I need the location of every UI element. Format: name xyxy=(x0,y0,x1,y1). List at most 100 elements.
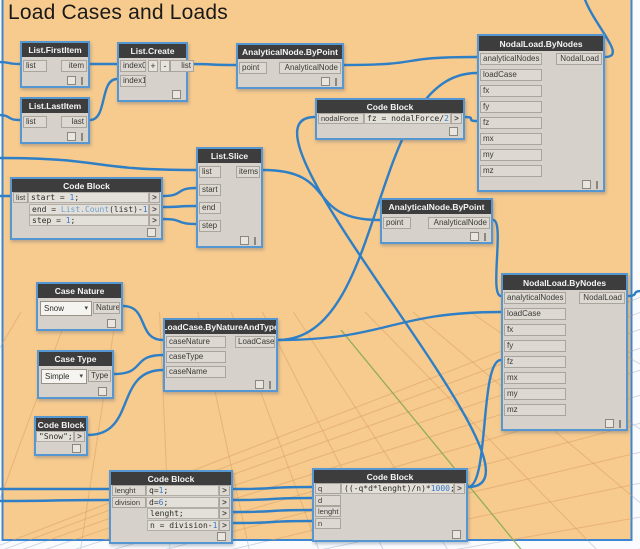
port-output-0[interactable]: > xyxy=(219,485,230,497)
port-output-0[interactable]: > xyxy=(454,483,465,495)
node-codeblock-snow[interactable]: Code Block"Snow";> xyxy=(34,416,88,456)
preview-checkbox[interactable] xyxy=(147,227,156,237)
port-input-fy[interactable]: fy xyxy=(504,340,566,352)
port-output-AnalyticalNode[interactable]: AnalyticalNode xyxy=(279,61,341,74)
preview-checkbox[interactable] xyxy=(449,126,458,136)
code-text[interactable]: step = 1; xyxy=(29,215,149,227)
dropdown-case-nature[interactable]: Snow▾ xyxy=(40,300,92,316)
port-input-mz[interactable]: mz xyxy=(504,404,566,416)
wire-nodalload-bynodes-1.NodalLoad--canvas-top[interactable] xyxy=(583,0,614,59)
port-input-loadCase[interactable]: loadCase xyxy=(480,69,542,81)
port-input-n[interactable]: n xyxy=(315,517,341,529)
port-input-caseNature[interactable]: caseNature xyxy=(166,335,226,348)
dropdown-case-type[interactable]: Simple▾ xyxy=(41,368,87,384)
port-input-list[interactable]: list xyxy=(13,192,28,204)
port-input-my[interactable]: my xyxy=(504,388,566,400)
wire-canvas-left--list-slice.list[interactable] xyxy=(0,156,198,172)
wire-case-type.Type--loadcase-bynatureandtype.caseType[interactable] xyxy=(112,353,165,376)
wire-codeblock-force.out0--nodalload-bynodes-2.fz[interactable] xyxy=(466,358,503,489)
port-output-2[interactable]: > xyxy=(149,215,160,227)
node-nodalload-bynodes-2[interactable]: NodalLoad.ByNodes analyticalNodes NodalLoa… xyxy=(501,273,628,431)
port-input-list[interactable]: list xyxy=(199,166,221,178)
node-header-case-type[interactable]: Case Type xyxy=(39,352,112,366)
port-output-1[interactable]: > xyxy=(219,496,230,508)
port-input-lenght[interactable]: lenght xyxy=(315,506,341,518)
preview-checkbox[interactable] xyxy=(107,319,116,328)
port-output-0[interactable]: > xyxy=(74,431,85,443)
port-input-loadCase[interactable]: loadCase xyxy=(504,308,566,320)
preview-checkbox[interactable] xyxy=(605,419,614,428)
port-output-NodalLoad[interactable]: NodalLoad xyxy=(579,292,625,304)
preview-checkbox[interactable] xyxy=(72,443,81,453)
port-input-fx[interactable]: fx xyxy=(504,324,566,336)
code-text[interactable]: start = 1; xyxy=(28,192,149,204)
wire-list-slice.items--analyticalnode-bypoint-2.point[interactable] xyxy=(261,168,382,222)
port-input-mx[interactable]: mx xyxy=(480,133,542,145)
port-output-Nature[interactable]: Nature xyxy=(93,302,120,314)
preview-checkbox[interactable] xyxy=(217,532,226,541)
wire-case-nature.Nature--loadcase-bynatureandtype.caseNature[interactable] xyxy=(121,304,165,342)
port-input-my[interactable]: my xyxy=(480,149,542,161)
code-text[interactable]: ((-q*d*lenght)/n)*1000; xyxy=(341,483,454,495)
port-input-list[interactable]: list xyxy=(23,116,47,128)
port-input-fy[interactable]: fy xyxy=(480,101,542,113)
port-input-fz[interactable]: fz xyxy=(480,117,542,129)
wire-codeblock-snow.out0--loadcase-bynatureandtype.caseName[interactable] xyxy=(86,368,165,437)
code-text[interactable]: lenght; xyxy=(147,508,219,520)
node-header-list-firstitem[interactable]: List.FirstItem xyxy=(22,43,88,57)
port-output-3[interactable]: > xyxy=(219,519,230,531)
wire-codeblock-params.out1--codeblock-force.d[interactable] xyxy=(231,496,314,502)
port-input-analyticalNodes[interactable]: analyticalNodes xyxy=(480,53,542,65)
wire-codeblock-slicerange.out1--list-slice.end[interactable] xyxy=(161,204,198,209)
port-output-item[interactable]: item xyxy=(61,60,87,72)
node-header-case-nature[interactable]: Case Nature xyxy=(38,284,121,298)
node-codeblock-force[interactable]: Code Blockq((-q*d*lenght)/n)*1000;>dleng… xyxy=(312,468,468,542)
code-text[interactable]: "Snow"; xyxy=(36,431,74,443)
code-text[interactable]: n = division-1; xyxy=(147,519,219,531)
code-text[interactable]: d=6; xyxy=(146,496,219,508)
port-input-index0[interactable]: index0 xyxy=(120,59,146,72)
preview-checkbox[interactable] xyxy=(172,89,181,99)
node-header-nodalload-bynodes-2[interactable]: NodalLoad.ByNodes xyxy=(503,275,626,290)
preview-checkbox[interactable] xyxy=(67,132,76,141)
code-text[interactable]: q=1; xyxy=(146,485,219,497)
port-output-items[interactable]: items xyxy=(236,166,260,178)
port-input-analyticalNodes[interactable]: analyticalNodes xyxy=(504,292,566,304)
code-text[interactable]: end = List.Count(list)-1; xyxy=(29,203,149,215)
port-output-NodalLoad[interactable]: NodalLoad xyxy=(556,53,602,65)
wire-codeblock-params.out3--codeblock-force.n[interactable] xyxy=(231,519,314,525)
port-input-lenght[interactable]: lenght xyxy=(112,485,146,497)
preview-checkbox[interactable] xyxy=(452,530,461,539)
port-output-LoadCase[interactable]: LoadCase xyxy=(235,335,275,348)
port-input-index1[interactable]: index1 xyxy=(120,74,146,87)
node-header-list-create[interactable]: List.Create xyxy=(119,44,186,58)
wire-canvas-left--codeblock-params.division[interactable] xyxy=(0,498,111,503)
node-header-codeblock-halfforce[interactable]: Code Block xyxy=(317,100,463,113)
wire-loadcase-bynatureandtype.LoadCase--nodalload-bynodes-1.loadCase[interactable] xyxy=(276,71,479,342)
wire-canvas-left--list-lastitem.list[interactable] xyxy=(0,113,22,122)
node-header-codeblock-snow[interactable]: Code Block xyxy=(36,418,86,431)
port-output-0[interactable]: > xyxy=(451,113,462,125)
wire-codeblock-slicerange.out2--list-slice.step[interactable] xyxy=(161,217,198,226)
node-header-codeblock-params[interactable]: Code Block xyxy=(111,472,231,485)
wire-loadcase-bynatureandtype.LoadCase--nodalload-bynodes-2.loadCase[interactable] xyxy=(276,310,503,342)
port-output-Type[interactable]: Type xyxy=(88,370,111,382)
preview-checkbox[interactable] xyxy=(240,236,249,245)
port-output-list[interactable]: list xyxy=(170,59,194,72)
wire-canvas-left--list-firstitem.list[interactable] xyxy=(0,60,22,66)
preview-checkbox[interactable] xyxy=(98,387,107,396)
node-header-list-slice[interactable]: List.Slice xyxy=(198,149,261,163)
node-header-loadcase-bynatureandtype[interactable]: LoadCase.ByNatureAndType xyxy=(165,320,276,334)
node-header-codeblock-slicerange[interactable]: Code Block xyxy=(12,179,161,192)
wire-analyticalnode-bypoint-1.AnalyticalNode--nodalload-bynodes-1.analyticalNodes[interactable] xyxy=(342,55,479,67)
